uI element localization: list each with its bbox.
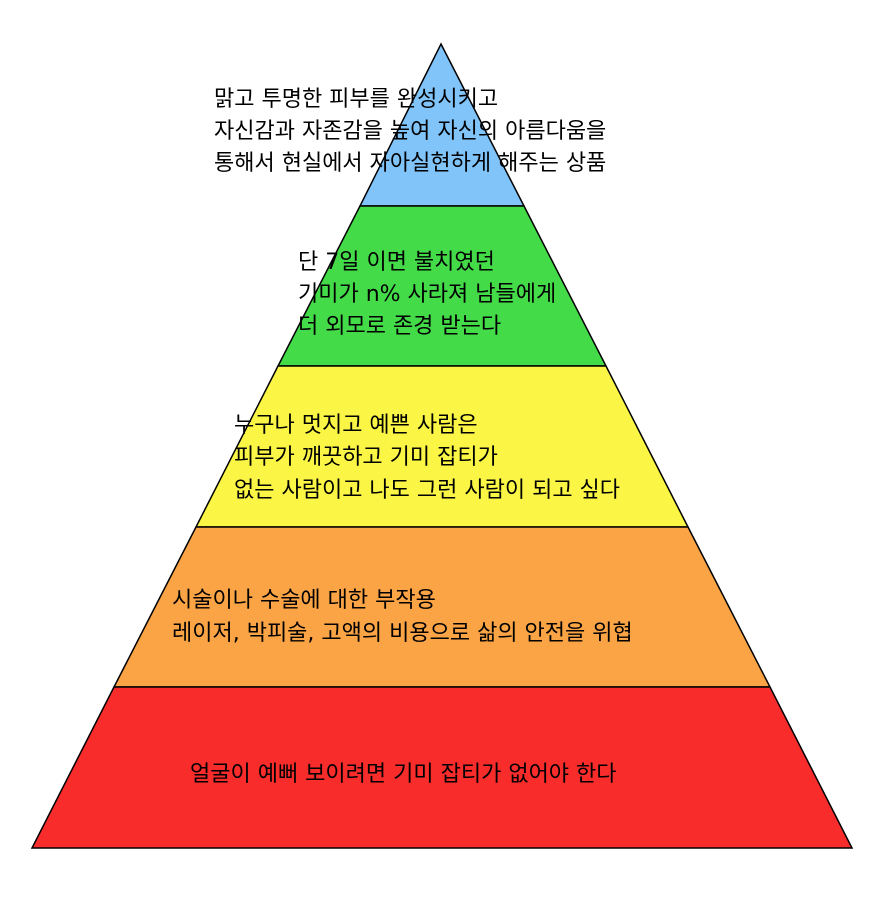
layer-top-line-1: 맑고 투명한 피부를 완성시키고 (214, 87, 498, 112)
layer-second-line-3: 더 외모로 존경 받는다 (298, 314, 501, 339)
layer-third-line-2: 피부가 깨끗하고 기미 잡티가 (234, 445, 498, 470)
layer-fourth-line-2: 레이저, 박피술, 고액의 비용으로 삶의 안전을 위협 (172, 621, 633, 646)
layer-fourth-line-1: 시술이나 수술에 대한 부작용 (172, 588, 436, 613)
layer-top-line-3: 통해서 현실에서 자아실현하게 해주는 상품 (214, 151, 606, 176)
layer-third-line-3: 없는 사람이고 나도 그런 사람이 되고 싶다 (234, 478, 620, 503)
layer-second-line-1: 단 7일 이면 불치였던 (298, 250, 495, 275)
layer-base-shape (30, 686, 854, 849)
layer-base-line-1: 얼굴이 예뻐 보이려면 기미 잡티가 없어야 한다 (190, 762, 617, 787)
layer-second-line-2: 기미가 n% 사라져 남들에게 (298, 282, 556, 307)
layer-top-line-2: 자신감과 자존감을 높여 자신의 아름다움을 (214, 119, 606, 144)
layer-third-line-1: 누구나 멋지고 예쁜 사람은 (234, 413, 478, 438)
